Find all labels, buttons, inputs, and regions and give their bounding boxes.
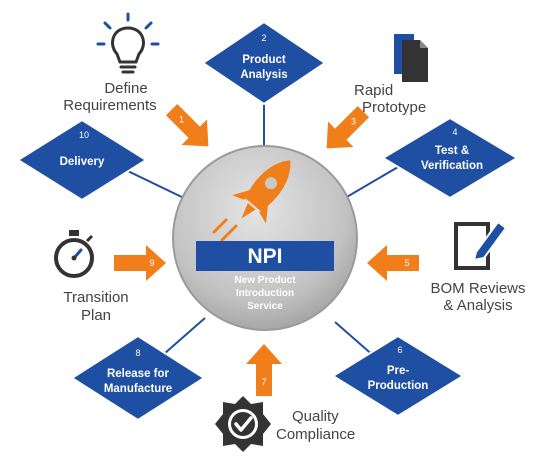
arrow-number-7: 7 [261,377,266,387]
arrow-number-3: 3 [351,117,356,127]
rocket-trail [212,218,238,242]
label-transition-plan: Transition Plan [63,289,128,324]
diamond-label-line-2: Verification [421,160,483,172]
step-number-4: 4 [452,127,457,137]
rocket-icon [232,160,291,224]
diamond-label-line-1: Test & [435,145,469,157]
arrow-9: 9 [114,245,166,281]
edit-document-icon [454,220,508,270]
diamond-label-line-1: Pre- [387,365,410,377]
diamond-label-line-2: Manufacture [104,383,172,395]
label-line-2: Compliance [276,426,355,443]
npi-subtitle-line-2: Introduction [236,288,294,299]
label-define-requirements: Define Requirements [63,80,156,114]
label-line-2: Prototype [362,99,426,116]
diamond-release-for-manufacture: 8 Release for Manufacture [70,334,206,422]
diamond-label-line-2: Production [368,380,429,392]
label-line-1: Quality [292,408,339,425]
label-rapid-prototype: Rapid Prototype [354,82,426,116]
step-number-10: 10 [79,130,89,140]
diamond-label-line-2: Analysis [240,69,287,81]
quality-check-badge-icon [215,396,271,452]
label-line-1: Define [104,80,147,97]
npi-hub: NPI New Product Introduction Service [172,145,358,331]
step-number-6: 6 [397,345,402,355]
label-line-2: Requirements [63,97,156,114]
npi-subtitle-line-3: Service [247,301,283,312]
step-number-2: 2 [261,33,266,43]
npi-title: NPI [247,245,282,268]
hub-circle [172,145,358,331]
label-line-1: Rapid [354,82,393,99]
arrow-number-9: 9 [149,258,154,268]
label-bom-reviews: BOM Reviews & Analysis [430,280,525,314]
arrow-3: 3 [326,105,370,149]
arrow-7: 7 [246,344,282,396]
label-line-1: Transition [63,289,128,306]
arrow-number-5: 5 [404,258,409,268]
diamond-label-line-1: Delivery [60,156,105,168]
lightbulb-icon [96,12,160,74]
label-quality-compliance: Quality Compliance [276,408,355,443]
npi-bar [196,241,334,271]
diamond-product-analysis: 2 Product Analysis [201,20,327,106]
diamond-pre-production: 6 Pre- Production [331,334,465,418]
stopwatch-icon [54,230,94,278]
step-number-8: 8 [135,348,140,358]
arrow-number-1: 1 [179,115,184,125]
documents-icon [394,34,428,82]
npi-subtitle-line-1: New Product [234,275,296,286]
diamond-label-line-1: Product [242,54,286,66]
label-line-2: & Analysis [443,297,512,314]
label-line-1: BOM Reviews [430,280,525,297]
arrow-5: 5 [367,245,419,281]
diamond-delivery: 10 Delivery [16,118,148,202]
label-line-2: Plan [81,307,111,324]
arrow-1: 1 [165,103,209,147]
diamond-test-verification: 4 Test & Verification [381,116,519,200]
diamond-label-line-1: Release for [107,368,170,380]
